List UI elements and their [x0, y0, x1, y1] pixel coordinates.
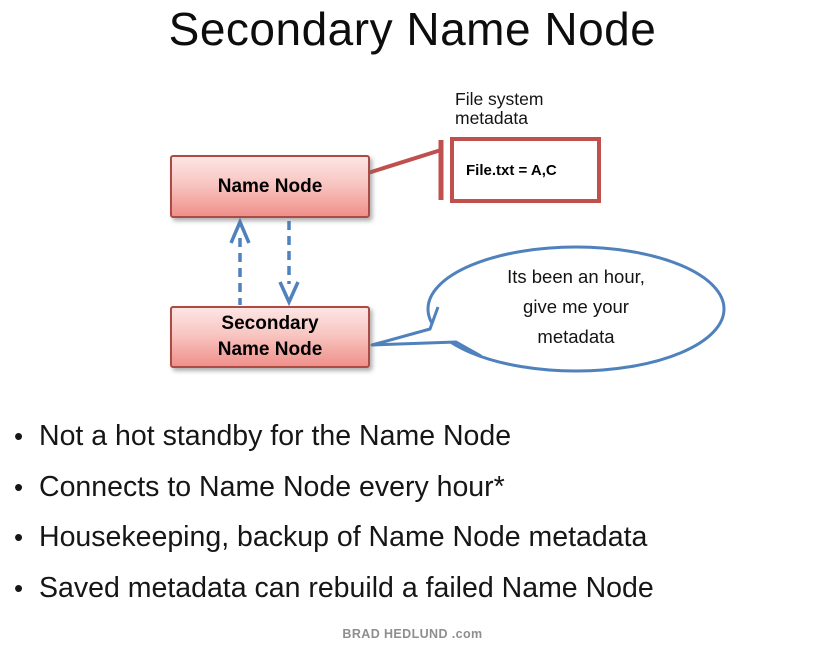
- bullet-item: Not a hot standby for the Name Node: [13, 411, 825, 462]
- slide-title: Secondary Name Node: [168, 3, 657, 55]
- bullet-item: Saved metadata can rebuild a failed Name…: [13, 563, 825, 614]
- name-node-box: Name Node: [170, 155, 370, 218]
- file-metadata-value: File.txt = A,C: [466, 161, 557, 179]
- secondary-name-node-box: Secondary Name Node: [170, 306, 370, 368]
- bullet-list: Not a hot standby for the Name Node Conn…: [13, 411, 825, 613]
- dashed-arrow-down-icon: [278, 221, 300, 307]
- speech-bubble-shape: [370, 245, 726, 373]
- file-system-metadata-label: File system metadata: [455, 89, 544, 128]
- file-metadata-box: File.txt = A,C: [450, 137, 601, 203]
- dashed-arrow-up-icon: [229, 217, 251, 305]
- speech-bubble-text: Its been an hour, give me your metadata: [507, 266, 645, 347]
- secondary-name-node-label: Secondary Name Node: [217, 313, 323, 360]
- bullet-item: Housekeeping, backup of Name Node metada…: [13, 512, 825, 563]
- name-node-label: Name Node: [217, 175, 323, 197]
- footer-credit: BRAD HEDLUND .com: [342, 627, 483, 641]
- bullet-item: Connects to Name Node every hour*: [13, 462, 825, 513]
- metadata-connector-line: [367, 140, 444, 200]
